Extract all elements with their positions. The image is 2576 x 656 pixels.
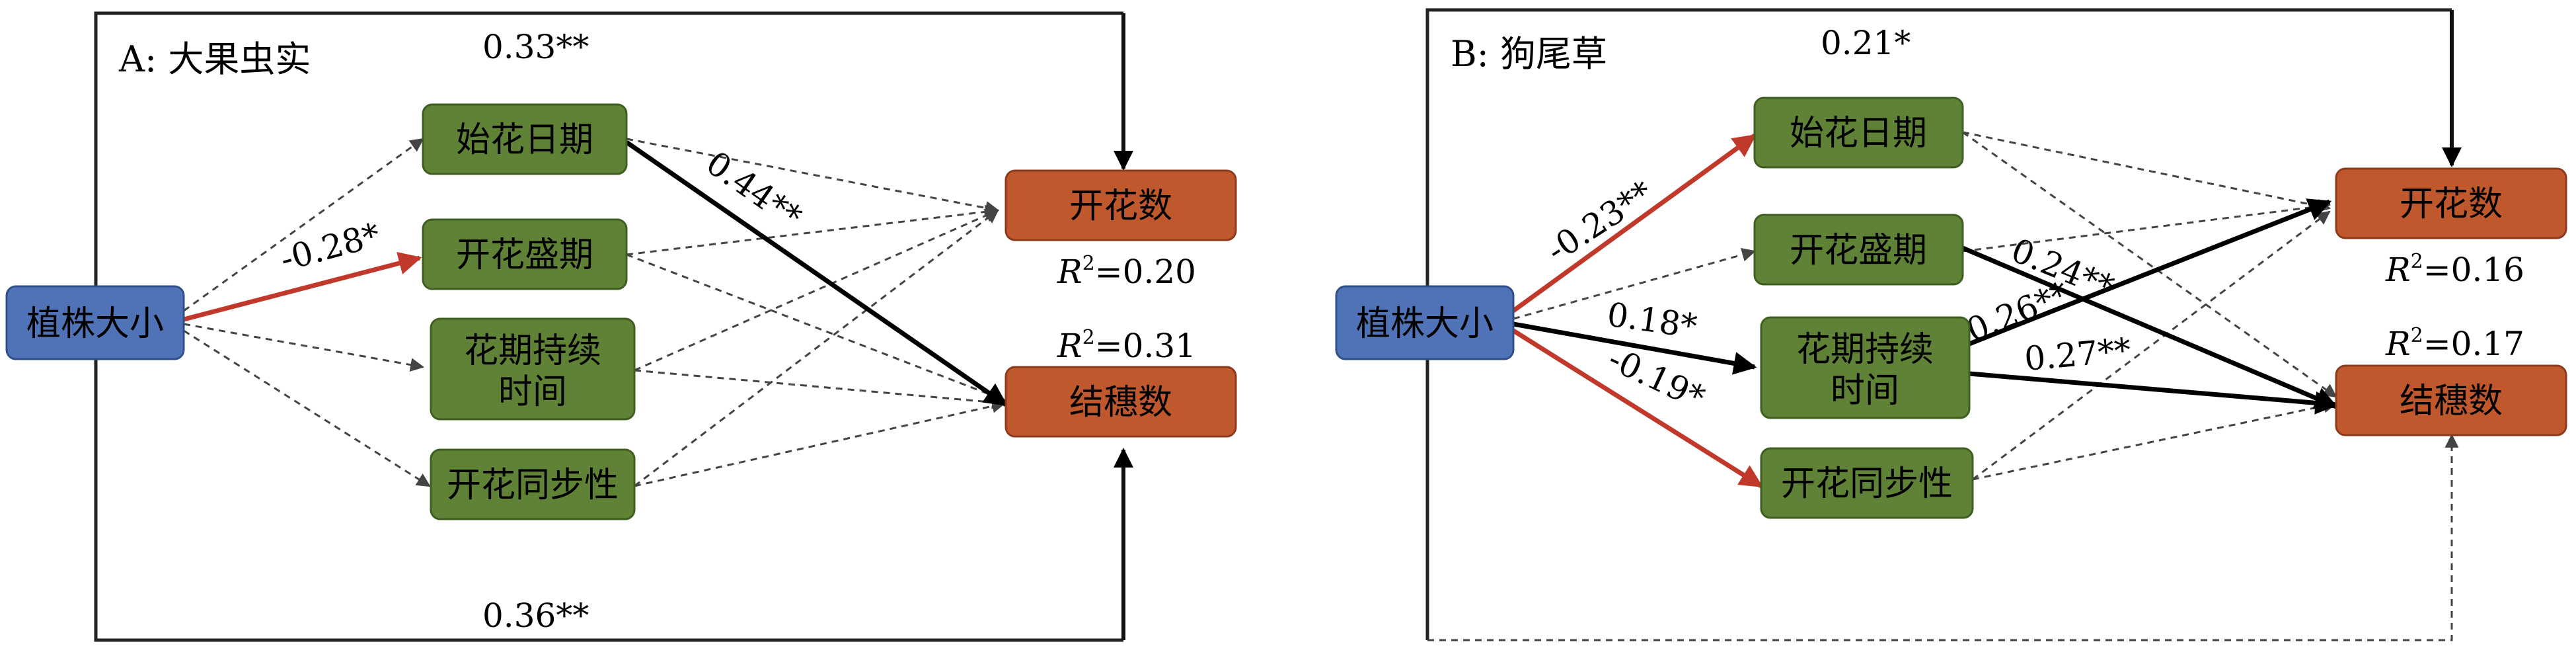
svg-text:开花数: 开花数 bbox=[1069, 186, 1172, 226]
panel-b-r2-flowers: R2=0.16 bbox=[2385, 250, 2524, 289]
panel-a-path-onset-spikes bbox=[625, 140, 1008, 407]
svg-text:时间: 时间 bbox=[1831, 371, 1899, 411]
panel-b-node-plant-size: 植株大小 bbox=[1335, 285, 1515, 360]
panel-b-nonsig-paths bbox=[1513, 131, 2338, 481]
panel-b-node-spike-number: 结穗数 bbox=[2335, 364, 2567, 436]
panel-a-coef-onset-spikes: 0.44** bbox=[699, 144, 808, 236]
svg-text:开花同步性: 开花同步性 bbox=[1781, 464, 1953, 504]
svg-text:花期持续: 花期持续 bbox=[1796, 330, 1934, 370]
panel-b-coef-size-onset: -0.23** bbox=[1540, 173, 1659, 270]
panel-a-coef-top: 0.33** bbox=[482, 28, 589, 66]
panel-a-node-spike-number: 结穗数 bbox=[1004, 366, 1237, 438]
svg-text:开花同步性: 开花同步性 bbox=[447, 466, 619, 505]
panel-b-path-duration-flowers bbox=[1968, 198, 2332, 347]
panel-a-r2-flowers: R2=0.20 bbox=[1057, 252, 1196, 291]
panel-b-node-flowering-synchrony: 开花同步性 bbox=[1760, 447, 1974, 519]
svg-text:植株大小: 植株大小 bbox=[26, 304, 164, 344]
panel-a-path-size-peak bbox=[183, 252, 422, 322]
panel-a-nonsig-paths bbox=[183, 138, 1006, 487]
panel-b-path-size-onset bbox=[1511, 134, 1757, 313]
svg-text:时间: 时间 bbox=[498, 372, 567, 412]
panel-b-coef-duration-spikes: 0.27** bbox=[2023, 331, 2133, 378]
svg-text:结穗数: 结穗数 bbox=[1069, 383, 1172, 423]
panel-b-path-peak-spikes bbox=[1961, 245, 2339, 409]
panel-a-node-flower-number: 开花数 bbox=[1004, 169, 1237, 241]
panel-a-node-flowering-peak: 开花盛期 bbox=[422, 218, 628, 290]
panel-a-node-flowering-synchrony: 开花同步性 bbox=[430, 448, 636, 520]
panel-b-node-flower-number: 开花数 bbox=[2335, 167, 2567, 239]
panel-a-node-flowering-duration: 花期持续 时间 bbox=[430, 317, 636, 421]
panel-a-r2-spikes: R2=0.31 bbox=[1057, 326, 1196, 365]
panel-a-node-flowering-onset: 始花日期 bbox=[422, 103, 628, 175]
panel-a: A: 大果虫实 0.33** 0.36** -0.28* 0.44** 植株大小 bbox=[5, 11, 1237, 642]
panel-b-bottom-path bbox=[1427, 433, 2459, 641]
svg-text:植株大小: 植株大小 bbox=[1356, 304, 1494, 344]
panel-a-node-plant-size: 植株大小 bbox=[5, 285, 185, 360]
panel-b-path-duration-spikes bbox=[1969, 371, 2339, 415]
svg-text:开花盛期: 开花盛期 bbox=[456, 235, 593, 275]
svg-text:花期持续: 花期持续 bbox=[464, 331, 601, 371]
panel-b-frame bbox=[1425, 8, 2452, 640]
panel-b-node-flowering-peak: 开花盛期 bbox=[1753, 214, 1964, 286]
panel-a-coef-bottom: 0.36** bbox=[482, 596, 589, 635]
svg-text:结穗数: 结穗数 bbox=[2400, 382, 2503, 421]
panel-b-node-flowering-onset: 始花日期 bbox=[1753, 97, 1964, 169]
panel-b-title: B: 狗尾草 bbox=[1451, 33, 1607, 75]
panel-b-coef-top: 0.21* bbox=[1821, 24, 1911, 62]
panel-b-path-size-duration bbox=[1513, 321, 1757, 375]
panel-b: B: 狗尾草 0.21* -0.23** 0.18* -0.19* 0.24**… bbox=[1335, 8, 2567, 641]
panel-b-path-size-sync bbox=[1512, 329, 1763, 488]
panel-b-node-flowering-duration: 花期持续 时间 bbox=[1760, 316, 1971, 419]
panel-b-coef-size-duration: 0.18* bbox=[1605, 295, 1699, 345]
svg-text:开花数: 开花数 bbox=[2400, 184, 2503, 224]
svg-text:始花日期: 始花日期 bbox=[1790, 114, 1927, 153]
svg-text:开花盛期: 开花盛期 bbox=[1790, 231, 1927, 270]
svg-text:始花日期: 始花日期 bbox=[456, 120, 593, 160]
panel-a-title: A: 大果虫实 bbox=[118, 38, 311, 80]
panel-b-r2-spikes: R2=0.17 bbox=[2385, 324, 2524, 363]
